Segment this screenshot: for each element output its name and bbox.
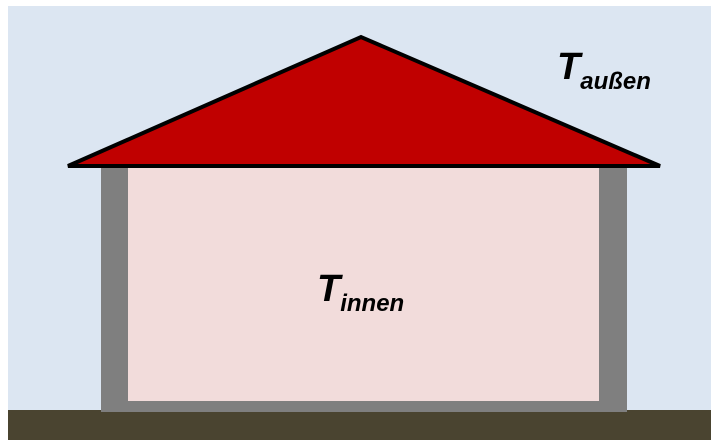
- house-interior: [128, 164, 599, 401]
- outside-temperature-symbol: T: [557, 46, 583, 88]
- ground: [8, 410, 711, 440]
- inside-temperature-label: Tinnen: [317, 268, 404, 317]
- inside-temperature-subscript: innen: [340, 290, 404, 317]
- outside-temperature-subscript: außen: [580, 68, 651, 95]
- roof: [67, 34, 661, 168]
- outside-temperature-label: Taußen: [557, 46, 651, 95]
- inside-temperature-symbol: T: [317, 268, 343, 310]
